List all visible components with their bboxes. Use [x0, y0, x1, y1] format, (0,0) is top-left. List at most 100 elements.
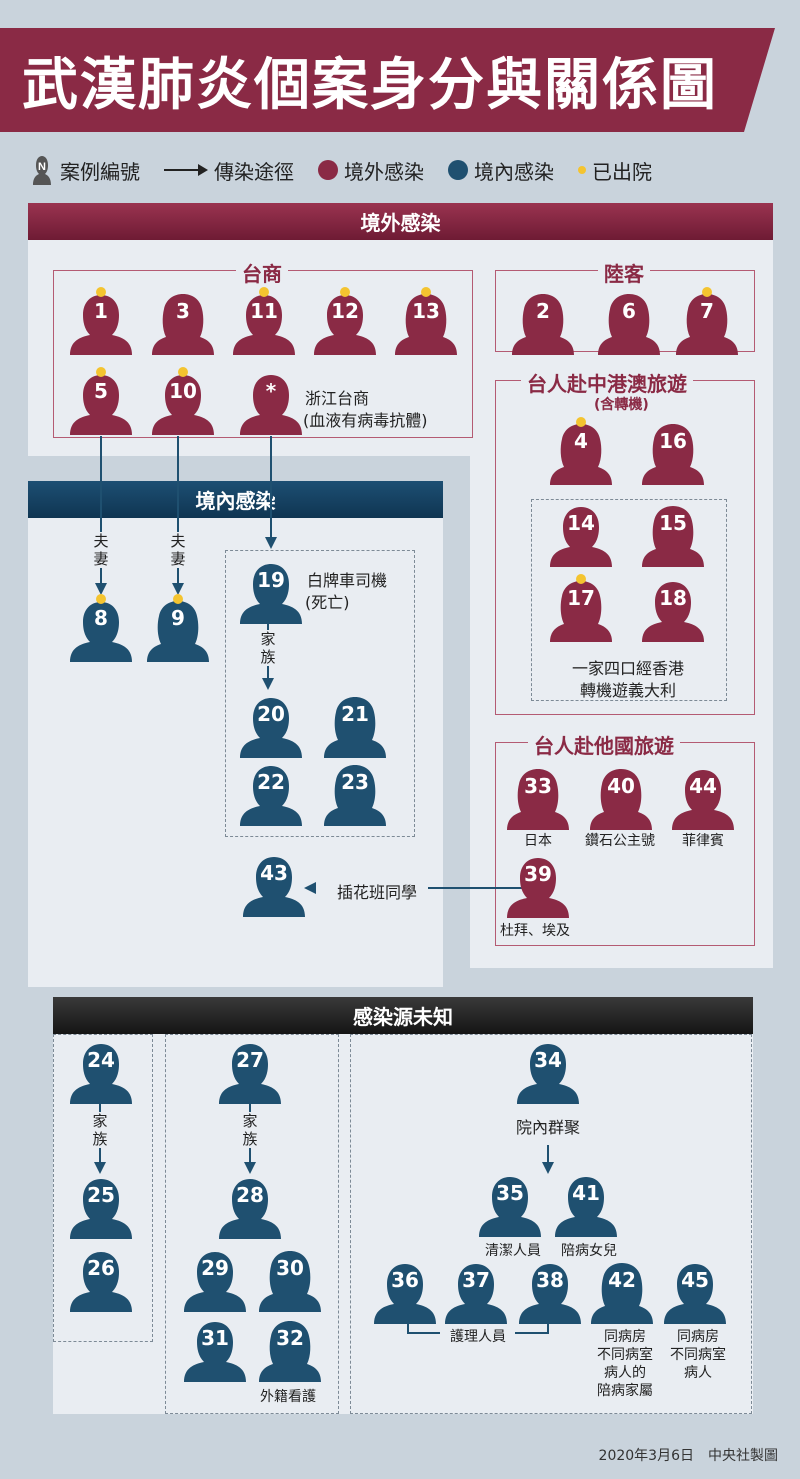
case-number: 10	[169, 379, 197, 403]
case-24-figure: 24	[66, 1042, 136, 1104]
discharged-dot-icon	[178, 367, 188, 377]
discharged-dot-icon	[576, 574, 586, 584]
annotation-family-hk: 一家四口經香港	[571, 659, 684, 678]
case-number: *	[265, 379, 277, 403]
case-25-figure: 25	[66, 1177, 136, 1239]
footer-credit: 2020年3月6日 中央社製圖	[598, 1448, 778, 1464]
arrow-icon	[164, 164, 208, 176]
case-34-figure: 34	[513, 1042, 583, 1104]
case-31-figure: 31	[180, 1320, 250, 1382]
legend-discharged-label: 已出院	[592, 159, 652, 184]
person-icon	[240, 766, 302, 826]
person-icon	[240, 698, 302, 758]
case-28-figure: 28	[215, 1177, 285, 1239]
annotation-zhejiang: 浙江台商	[305, 389, 370, 408]
annotation-japan: 日本	[524, 833, 552, 849]
case-39-figure: 39	[503, 856, 573, 918]
case-number: 42	[608, 1268, 636, 1292]
person-icon	[152, 375, 214, 435]
case-15-figure: 15	[638, 505, 708, 567]
person-icon	[184, 1322, 246, 1382]
annotation-same-ward-family-line3: 病人的	[604, 1365, 646, 1381]
case-30-figure: 30	[255, 1250, 325, 1312]
case-number: 33	[524, 774, 552, 798]
annotation-dubai-egypt: 杜拜、埃及	[500, 923, 570, 939]
case-number: 36	[391, 1268, 419, 1292]
person-icon	[507, 858, 569, 918]
person-icon	[591, 1263, 653, 1324]
case-number: 41	[572, 1181, 600, 1205]
case-number: 8	[94, 606, 108, 630]
case-18-figure: 18	[638, 580, 708, 642]
local-section-header: 境內感染	[28, 481, 443, 518]
person-icon	[240, 375, 302, 435]
annotation-flower-class: 插花班同學	[333, 879, 422, 903]
annotation-hospital-cluster: 院內群聚	[515, 1118, 580, 1137]
case-number: 35	[496, 1181, 524, 1205]
legend-imported: 境外感染	[318, 156, 424, 185]
person-icon	[324, 765, 386, 826]
discharged-dot-icon	[259, 287, 269, 297]
case-number: 20	[257, 702, 285, 726]
person-icon	[676, 294, 738, 355]
imported-section-header: 境外感染	[28, 203, 773, 240]
person-icon	[314, 295, 376, 355]
unknown-panel	[53, 1034, 753, 1414]
case-number: 21	[341, 702, 369, 726]
case-number: 45	[681, 1268, 709, 1292]
family-hk-box	[531, 499, 727, 701]
unknown-hospital-box	[350, 1034, 752, 1414]
person-icon	[598, 294, 660, 355]
annotation-family-27: 家族	[241, 1112, 259, 1148]
person-icon	[507, 769, 569, 830]
annotation-same-ward-family: 同病房 不同病室 病人的 陪病家屬	[587, 1328, 663, 1400]
local-dot-icon	[448, 160, 468, 180]
person-icon	[550, 424, 612, 485]
legend-local-label: 境內感染	[474, 159, 554, 184]
person-icon	[70, 602, 132, 662]
annotation-cleaner: 清潔人員	[485, 1243, 541, 1259]
case-36-figure: 36	[370, 1262, 440, 1324]
case-number: 24	[87, 1048, 115, 1072]
case-number: 44	[689, 774, 717, 798]
discharged-dot-icon	[340, 287, 350, 297]
person-icon	[219, 1044, 281, 1104]
person-icon	[642, 424, 704, 485]
case-17-figure: 17	[546, 574, 616, 642]
annotation-accompany-daughter: 陪病女兒	[561, 1243, 617, 1259]
group-china-travel-label: 台人赴中港澳旅遊	[521, 368, 693, 397]
case-number: 7	[700, 299, 714, 323]
case-number: 15	[659, 511, 687, 535]
case-29-figure: 29	[180, 1250, 250, 1312]
person-icon	[243, 857, 305, 917]
annotation-couple-2: 夫妻	[169, 532, 187, 568]
case-10-figure: 10	[148, 367, 218, 435]
discharged-dot-icon	[576, 417, 586, 427]
unknown-family-a-box	[53, 1034, 153, 1342]
group-luke-label: 陸客	[598, 258, 650, 287]
annotation-foreign-caregiver: 外籍看護	[260, 1389, 316, 1405]
person-icon	[642, 582, 704, 642]
case-number: 43	[260, 861, 288, 885]
unknown-family-b-box	[165, 1034, 339, 1414]
group-other-travel-label: 台人赴他國旅遊	[528, 730, 680, 759]
person-icon	[555, 1177, 617, 1237]
person-icon	[479, 1177, 541, 1237]
legend-badge-text: N	[38, 161, 46, 173]
case-35-figure: 35	[475, 1175, 545, 1237]
annotation-same-ward-patient-line3: 病人	[684, 1365, 712, 1381]
annotation-same-ward-patient-line1: 同病房	[677, 1329, 719, 1345]
case-1-figure: 1	[66, 287, 136, 355]
annotation-zhejiang-antibody: (血液有病毒抗體)	[303, 411, 428, 430]
person-icon	[70, 1252, 132, 1312]
person-icon	[550, 581, 612, 642]
case-20-figure: 20	[236, 696, 306, 758]
discharged-dot-icon	[578, 166, 586, 174]
legend-case-number-label: 案例編號	[60, 159, 140, 184]
case-45-figure: 45	[660, 1262, 730, 1324]
case-4-figure: 4	[546, 417, 616, 485]
case-number: 9	[171, 606, 185, 630]
person-icon	[642, 506, 704, 567]
annotation-same-ward-family-line1: 同病房	[604, 1329, 646, 1345]
annotation-driver: 白牌車司機	[307, 571, 388, 590]
